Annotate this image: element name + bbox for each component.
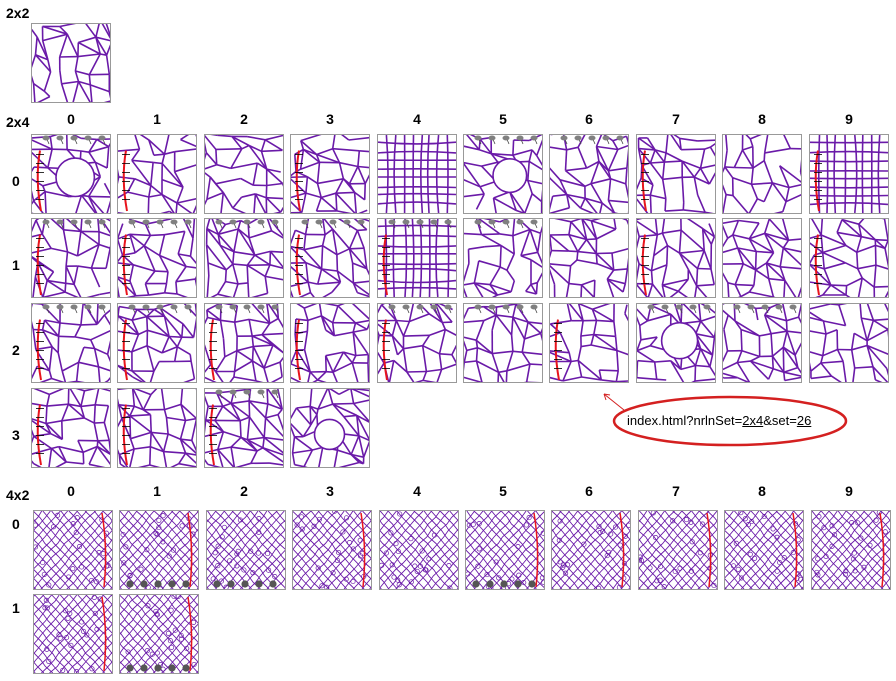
column-header-2x4-8: 8: [758, 111, 766, 127]
callout-arrow: [603, 393, 625, 411]
column-header-4x2-7: 7: [672, 483, 680, 499]
thumbnail-4x2-r1-c0[interactable]: [33, 594, 113, 674]
callout-prefix: index.html?nrlnSet=: [627, 413, 743, 428]
thumbnail-2x4-r2-c9[interactable]: [809, 303, 889, 383]
column-header-2x4-7: 7: [672, 111, 680, 127]
thumbnail-2x4-r0-c9[interactable]: [809, 134, 889, 214]
callout-set-index[interactable]: 26: [796, 413, 812, 428]
thumbnail-4x2-r0-c2[interactable]: [206, 510, 286, 590]
column-header-2x4-2: 2: [240, 111, 248, 127]
thumbnail-4x2-r0-c8[interactable]: [724, 510, 804, 590]
thumbnail-2x4-r3-c3[interactable]: [290, 388, 370, 468]
thumbnail-2x4-r0-c3[interactable]: [290, 134, 370, 214]
thumbnail-2x4-r2-c0[interactable]: [31, 303, 111, 383]
thumbnail-2x4-r2-c4[interactable]: [377, 303, 457, 383]
section-title-2x2: 2x2: [6, 5, 30, 21]
thumbnail-2x4-r3-c1[interactable]: [117, 388, 197, 468]
thumbnail-2x4-r0-c2[interactable]: [204, 134, 284, 214]
thumbnail-2x4-r1-c1[interactable]: [117, 218, 197, 298]
column-header-4x2-2: 2: [240, 483, 248, 499]
column-header-4x2-5: 5: [499, 483, 507, 499]
thumbnail-4x2-r0-c7[interactable]: [638, 510, 718, 590]
column-header-4x2-0: 0: [67, 483, 75, 499]
thumbnail-4x2-r0-c5[interactable]: [465, 510, 545, 590]
column-header-4x2-1: 1: [153, 483, 161, 499]
column-header-4x2-4: 4: [413, 483, 421, 499]
column-header-2x4-5: 5: [499, 111, 507, 127]
thumbnail-2x4-r2-c7[interactable]: [636, 303, 716, 383]
thumbnail-2x4-r0-c7[interactable]: [636, 134, 716, 214]
callout-ellipse: [612, 395, 848, 447]
thumbnail-2x4-r2-c6[interactable]: [549, 303, 629, 383]
thumbnail-2x4-r0-c0[interactable]: [31, 134, 111, 214]
thumbnail-2x4-r1-c6[interactable]: [549, 218, 629, 298]
thumbnail-2x4-r1-c5[interactable]: [463, 218, 543, 298]
column-header-4x2-9: 9: [845, 483, 853, 499]
row-label-2x4-1: 1: [12, 257, 20, 273]
thumbnail-2x4-r1-c7[interactable]: [636, 218, 716, 298]
thumbnail-2x4-r0-c8[interactable]: [722, 134, 802, 214]
column-header-2x4-9: 9: [845, 111, 853, 127]
thumbnail-4x2-r0-c9[interactable]: [811, 510, 891, 590]
thumbnail-2x4-r0-c1[interactable]: [117, 134, 197, 214]
thumbnail-2x4-r1-c3[interactable]: [290, 218, 370, 298]
row-label-2x4-2: 2: [12, 342, 20, 358]
column-header-2x4-1: 1: [153, 111, 161, 127]
column-header-2x4-3: 3: [326, 111, 334, 127]
thumbnail-2x4-r2-c1[interactable]: [117, 303, 197, 383]
thumbnail-2x4-r2-c8[interactable]: [722, 303, 802, 383]
row-label-4x2-0: 0: [12, 516, 20, 532]
thumbnail-4x2-r1-c1[interactable]: [119, 594, 199, 674]
thumbnail-2x4-r1-c4[interactable]: [377, 218, 457, 298]
thumbnail-2x4-r0-c5[interactable]: [463, 134, 543, 214]
thumbnail-2x4-r2-c5[interactable]: [463, 303, 543, 383]
thumbnail-2x4-r1-c0[interactable]: [31, 218, 111, 298]
column-header-4x2-8: 8: [758, 483, 766, 499]
thumbnail-2x2[interactable]: [31, 23, 111, 103]
thumbnail-2x4-r1-c8[interactable]: [722, 218, 802, 298]
thumbnail-2x4-r1-c9[interactable]: [809, 218, 889, 298]
thumbnail-4x2-r0-c6[interactable]: [551, 510, 631, 590]
thumbnail-2x4-r3-c2[interactable]: [204, 388, 284, 468]
thumbnail-2x4-r3-c0[interactable]: [31, 388, 111, 468]
thumbnail-2x4-r1-c2[interactable]: [204, 218, 284, 298]
section-title-4x2: 4x2: [6, 487, 30, 503]
row-label-4x2-1: 1: [12, 600, 20, 616]
thumbnail-4x2-r0-c1[interactable]: [119, 510, 199, 590]
row-label-2x4-0: 0: [12, 173, 20, 189]
column-header-2x4-6: 6: [585, 111, 593, 127]
row-label-2x4-3: 3: [12, 427, 20, 443]
thumbnail-4x2-r0-c4[interactable]: [379, 510, 459, 590]
thumbnail-2x4-r0-c4[interactable]: [377, 134, 457, 214]
column-header-4x2-6: 6: [585, 483, 593, 499]
callout-url[interactable]: index.html?nrlnSet=2x4&set=26: [627, 413, 811, 429]
column-header-2x4-0: 0: [67, 111, 75, 127]
thumbnail-2x4-r0-c6[interactable]: [549, 134, 629, 214]
thumbnail-2x4-r2-c3[interactable]: [290, 303, 370, 383]
column-header-2x4-4: 4: [413, 111, 421, 127]
column-header-4x2-3: 3: [326, 483, 334, 499]
thumbnail-4x2-r0-c3[interactable]: [292, 510, 372, 590]
callout-set-name[interactable]: 2x4: [742, 413, 764, 428]
callout-middle: &set=: [763, 413, 797, 428]
thumbnail-2x4-r2-c2[interactable]: [204, 303, 284, 383]
section-title-2x4: 2x4: [6, 114, 30, 130]
thumbnail-4x2-r0-c0[interactable]: [33, 510, 113, 590]
